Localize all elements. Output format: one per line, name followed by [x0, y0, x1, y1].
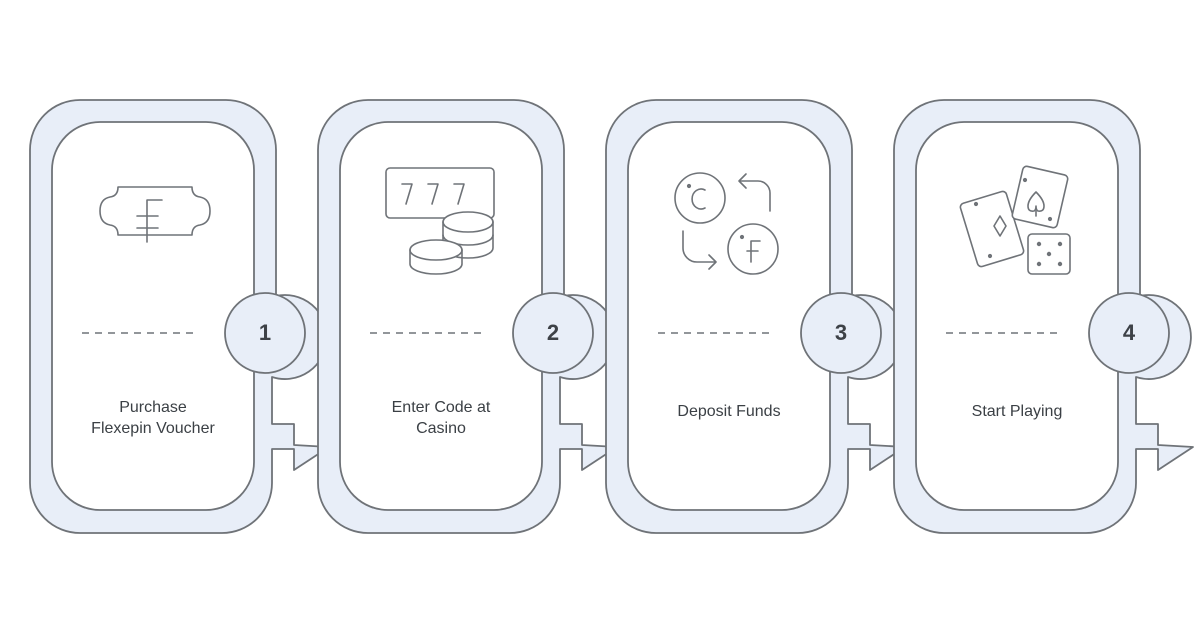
step-1 [29, 99, 330, 534]
step-number-2: 2 [546, 320, 560, 345]
step-number-circle [224, 292, 306, 374]
step-4 [893, 99, 1194, 534]
step-label-4: Start Playing [971, 403, 1063, 420]
step-number-circle [512, 292, 594, 374]
step-number-3: 3 [834, 320, 848, 345]
voucher-icon [99, 186, 211, 243]
step-label-1: Purchase Flexepin Voucher [91, 399, 215, 437]
slot-machine-coins-icon [385, 167, 495, 275]
step-number-circle [1088, 292, 1170, 374]
step-number-circle [800, 292, 882, 374]
step-2 [317, 99, 618, 534]
step-label-2: Enter Code at Casino [391, 399, 491, 437]
step-number-1: 1 [258, 320, 272, 345]
currency-exchange-icon [674, 172, 779, 275]
step-3 [605, 99, 906, 534]
step-label-3: Deposit Funds [677, 403, 781, 420]
step-number-4: 4 [1122, 320, 1136, 345]
playing-cards-dice-icon [959, 165, 1071, 275]
